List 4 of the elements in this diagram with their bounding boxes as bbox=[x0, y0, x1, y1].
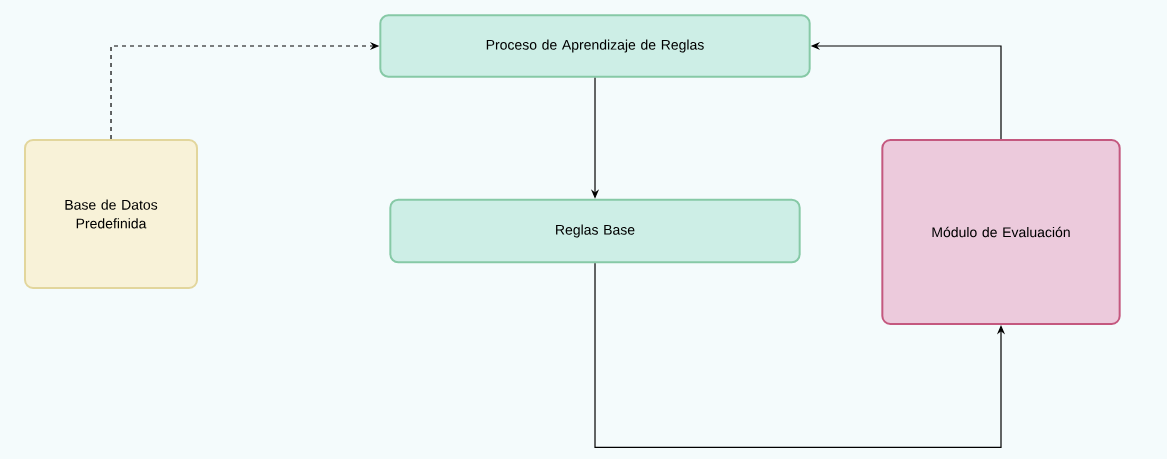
process-box: Reglas Base bbox=[389, 198, 801, 264]
process-box: Proceso de Aprendizaje de Reglas bbox=[379, 14, 811, 78]
process-box: Base de Datos Predefinida bbox=[24, 139, 198, 289]
process-box: Módulo de Evaluación bbox=[881, 139, 1121, 325]
